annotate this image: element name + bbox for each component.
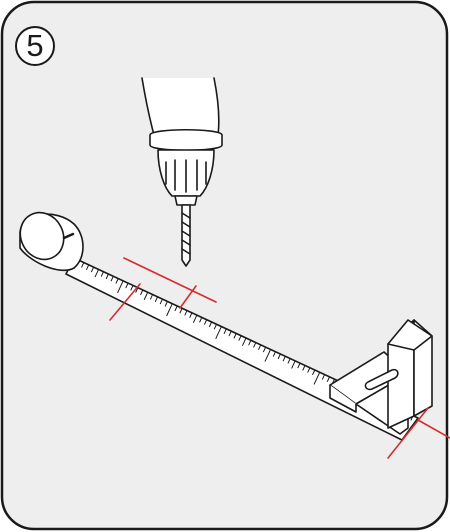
tape-case-face [19, 211, 65, 261]
drill-target-line [123, 257, 217, 303]
drill-icon [141, 77, 223, 267]
drill-target-cross [179, 285, 197, 309]
step-badge [15, 26, 55, 66]
measure-end-cross [417, 419, 450, 439]
bracket-slot [364, 368, 399, 391]
l-bracket-icon [329, 319, 433, 435]
measure-end-mark [387, 407, 429, 459]
red-guide-marks [109, 257, 450, 459]
measure-start-mark [109, 283, 141, 321]
bracket-upright-top [387, 319, 433, 351]
